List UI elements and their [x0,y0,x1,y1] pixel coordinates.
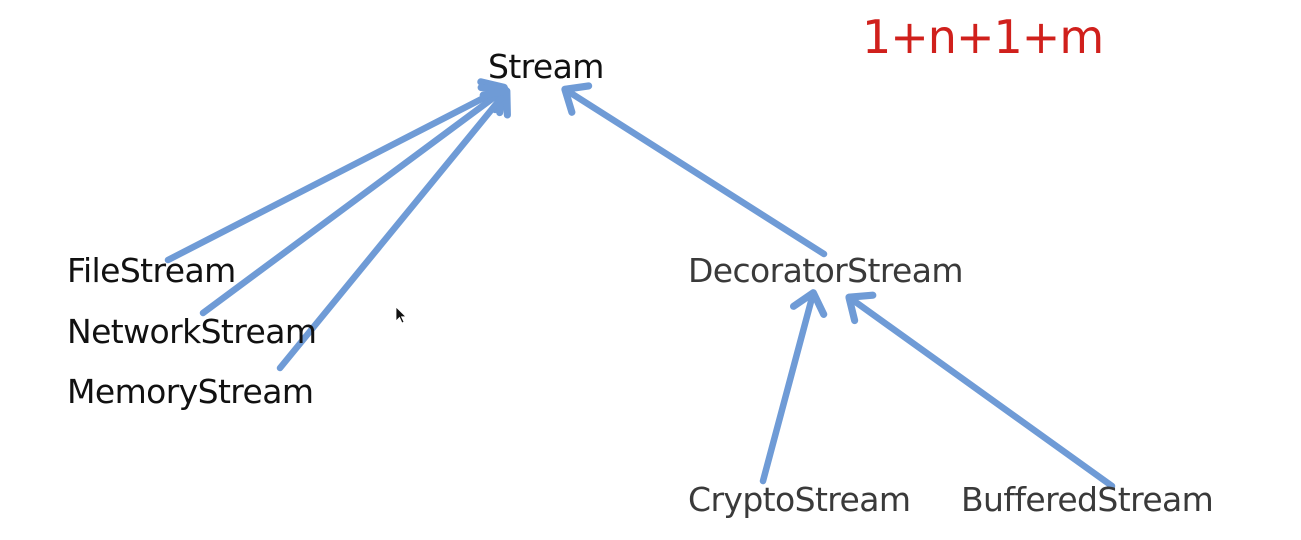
node-filestream: FileStream [67,251,236,290]
node-cryptostream: CryptoStream [688,480,911,519]
node-networkstream: NetworkStream [67,312,317,351]
arrow-bufferedstream-to-decoratorstream [845,291,1116,490]
node-decoratorstream: DecoratorStream [688,251,964,290]
mouse-pointer-icon [395,306,407,324]
formula-label: 1+n+1+m [862,10,1104,64]
node-stream: Stream [488,47,604,86]
arrow-decoratorstream-to-stream [561,82,828,258]
arrow-memorystream-to-stream [276,87,511,372]
arrow-filestream-to-stream [164,78,508,264]
node-bufferedstream: BufferedStream [961,480,1214,519]
arrow-cryptostream-to-decoratorstream [759,289,828,485]
node-memorystream: MemoryStream [67,372,314,411]
arrow-networkstream-to-stream [199,83,509,317]
